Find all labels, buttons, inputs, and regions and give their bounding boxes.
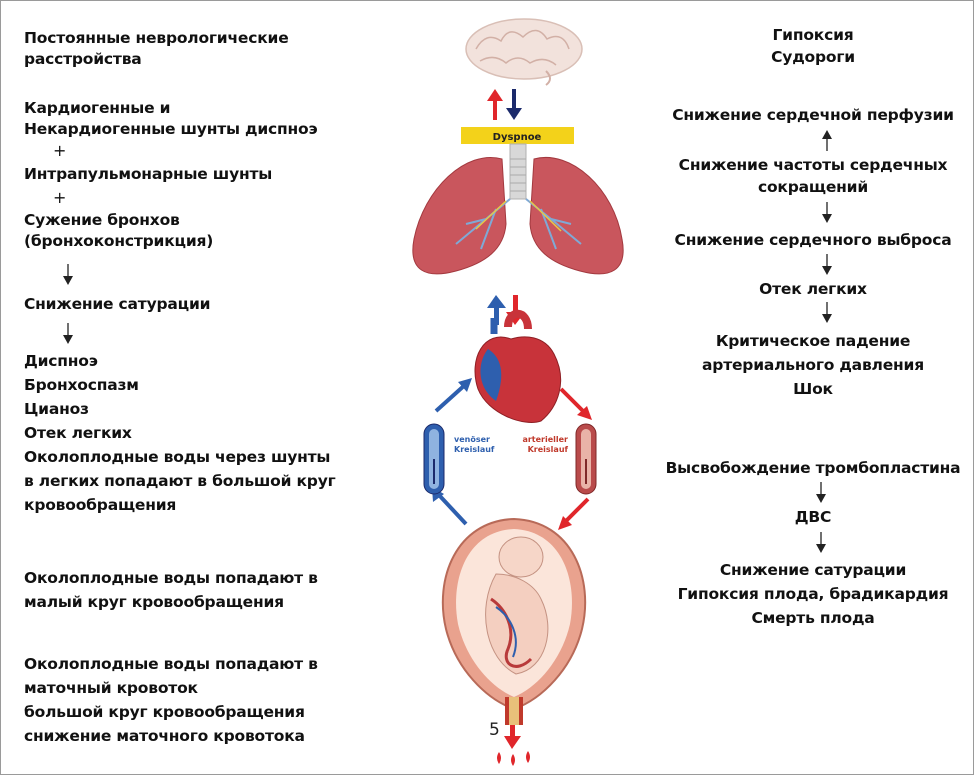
seizures: Судороги (663, 47, 963, 68)
down-arrow-icon (815, 482, 827, 504)
down-arrow-icon (821, 202, 833, 224)
thromboplastin-release: Высвобождение тромбопластина (656, 458, 970, 479)
down-arrow-icon (62, 264, 74, 286)
down-arrow-icon (821, 254, 833, 276)
symptom-edema: Отек легких (24, 423, 132, 444)
symptom-amniotic-3: кровообращения (24, 495, 176, 516)
arterial-label-2: Kreislauf (528, 445, 569, 454)
broncho-line-1: Сужение бронхов (24, 210, 180, 231)
brain-icon (466, 19, 582, 85)
down-arrow-icon (821, 302, 833, 324)
up-arrow-icon (821, 129, 833, 151)
arterial-label-1: arterieller (522, 435, 568, 444)
symptom-bronchospasm: Бронхоспазм (24, 375, 139, 396)
pressure-line-1: Критическое падение (663, 331, 963, 352)
plus-sign: + (53, 188, 66, 207)
uterus-fetus-icon (443, 519, 585, 725)
pressure-line-2: артериального давления (663, 355, 963, 376)
uterine-line-4: снижение маточного кровотока (24, 726, 305, 747)
shunts-line-1: Кардиогенные и (24, 98, 170, 119)
fetal-hypoxia: Гипоксия плода, брадикардия (663, 584, 963, 605)
dyspnoe-label: Dyspnoe (493, 132, 542, 143)
symptom-cyanosis: Цианоз (24, 399, 89, 420)
down-arrow-icon (815, 532, 827, 554)
neuro-line-2: расстройства (24, 49, 142, 70)
output-decrease: Снижение сердечного выброса (663, 230, 963, 251)
uterine-line-2: маточный кровоток (24, 678, 198, 699)
lung-edema-right: Отек легких (663, 279, 963, 300)
hypoxia: Гипоксия (663, 25, 963, 46)
down-arrow-icon (62, 323, 74, 345)
heart-rate-line-1: Снижение частоты сердечных (663, 155, 963, 176)
venous-label-1: venöser (454, 435, 490, 444)
symptom-amniotic-2: в легких попадают в большой круг (24, 471, 336, 492)
shock: Шок (663, 379, 963, 400)
saturation-left: Снижение сатурации (24, 294, 210, 315)
figure-number: 5 (489, 720, 500, 740)
shunts-line-2: Некардиогенные шунты диспноэ (24, 119, 317, 140)
neuro-line-1: Постоянные неврологические (24, 28, 289, 49)
intrapulm-shunts: Интрапульмонарные шунты (24, 164, 272, 185)
oxygen-flow-arrows-top (487, 89, 522, 120)
arterial-vessel-icon (576, 424, 596, 494)
plus-sign: + (53, 141, 66, 160)
venous-label-2: Kreislauf (454, 445, 495, 454)
fetal-saturation: Снижение сатурации (663, 560, 963, 581)
uterine-line-3: большой круг кровообращения (24, 702, 305, 723)
perfusion-decrease: Снижение сердечной перфузии (663, 105, 963, 126)
blood-drops-icon (497, 725, 530, 766)
uterine-line-1: Околоплодные воды попадают в (24, 654, 318, 675)
symptom-amniotic-1: Околоплодные воды через шунты (24, 447, 330, 468)
venous-vessel-icon (424, 424, 444, 494)
heart-icon (475, 314, 561, 423)
physiology-illustration: Dyspnoe (396, 9, 651, 769)
small-circle-line-2: малый круг кровообращения (24, 592, 284, 613)
dic: ДВС (663, 507, 963, 528)
fetal-death: Смерть плода (663, 608, 963, 629)
small-circle-line-1: Околоплодные воды попадают в (24, 568, 318, 589)
symptom-dyspnea: Диспноэ (24, 351, 98, 372)
heart-rate-line-2: сокращений (663, 177, 963, 198)
broncho-line-2: (бронхоконстрикция) (24, 231, 213, 252)
lungs-icon (413, 144, 623, 274)
